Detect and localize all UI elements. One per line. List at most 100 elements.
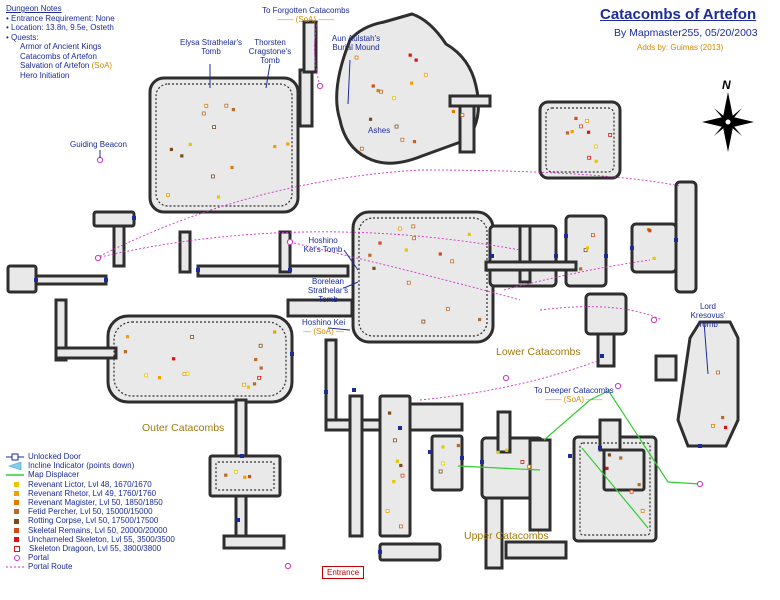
room — [148, 76, 300, 214]
monster-marker — [574, 116, 578, 121]
monster-marker — [406, 280, 411, 285]
door-marker — [604, 254, 608, 258]
label-lord-tomb: Lord Kresovus' Tomb — [690, 302, 726, 329]
compass-rose-icon — [702, 92, 754, 152]
portal-marker — [502, 374, 510, 382]
monster-marker — [257, 375, 262, 380]
monster-marker — [441, 445, 445, 449]
area-lower-catacombs: Lower Catacombs — [496, 346, 581, 358]
monster-marker — [254, 357, 258, 362]
room-outline — [358, 217, 488, 337]
monster-marker — [496, 450, 500, 454]
monster-marker — [273, 330, 277, 334]
portal-marker — [316, 82, 324, 90]
monster-marker — [246, 385, 251, 389]
monster-marker — [376, 89, 380, 93]
room — [458, 104, 476, 154]
portal-route — [95, 231, 521, 259]
monster-marker — [527, 464, 531, 469]
portal-marker — [284, 562, 292, 570]
room — [584, 292, 628, 336]
monster-marker — [212, 125, 216, 129]
legend-row: Map Displacer — [6, 470, 80, 480]
map-legend: Unlocked Door Incline Indicator (points … — [6, 452, 175, 572]
monster-marker — [395, 459, 399, 463]
cave — [676, 320, 740, 448]
portal-route — [539, 306, 663, 321]
portal-marker — [94, 254, 102, 262]
map-displacer-line — [457, 465, 541, 471]
notes-heading: Dungeon Notes — [6, 4, 62, 13]
quest-item: Salvation of Artefon (SoA) — [20, 61, 113, 70]
monster-marker — [393, 438, 397, 443]
legend-row: Portal Route — [6, 562, 73, 572]
room — [222, 534, 286, 550]
room — [6, 264, 38, 294]
label-elysa-tomb: Elysa Strathelar's Tomb — [180, 38, 242, 56]
portal-route — [313, 19, 321, 87]
room — [598, 418, 622, 452]
portal-route — [419, 359, 601, 401]
label-borelean-tomb: Borelean Strathelar's Tomb — [307, 277, 349, 304]
room — [234, 398, 248, 458]
monster-marker — [591, 233, 595, 238]
room — [496, 410, 512, 454]
door-marker — [564, 234, 568, 238]
monster-marker — [607, 453, 612, 457]
room — [630, 222, 678, 274]
portal-route — [503, 259, 651, 291]
door-marker — [240, 454, 244, 458]
room — [302, 20, 318, 74]
monster-marker — [441, 461, 446, 466]
door-marker — [378, 550, 382, 554]
monster-marker — [460, 113, 465, 117]
room — [34, 274, 108, 286]
room — [378, 542, 442, 562]
monster-marker — [258, 343, 263, 348]
map-title: Catacombs of Artefon — [600, 6, 757, 23]
monster-marker — [385, 509, 390, 513]
monster-marker — [593, 144, 598, 149]
room — [484, 260, 578, 272]
monster-marker — [392, 96, 396, 101]
label-aun-mound: Aun Aulstah's Burial Mound — [331, 34, 381, 52]
portal-marker — [96, 156, 104, 164]
door-marker — [132, 216, 136, 220]
monster-marker — [180, 154, 184, 158]
monster-marker — [247, 474, 252, 479]
door-marker — [352, 388, 356, 392]
door-marker — [480, 460, 484, 464]
monster-marker — [456, 443, 460, 448]
monster-marker — [372, 266, 376, 270]
monster-marker — [605, 466, 609, 471]
monster-marker — [354, 55, 359, 60]
room — [178, 230, 192, 274]
monster-marker — [412, 140, 417, 144]
legend-row: Revenant Rhetor, Lvl 49, 1760/1760 — [6, 489, 175, 498]
area-upper-catacombs: Upper Catacombs — [464, 530, 549, 542]
label-thorsten-tomb: Thorsten Cragstone's Tomb — [248, 38, 292, 65]
label-guiding-beacon: Guiding Beacon — [70, 140, 127, 149]
monster-marker — [185, 371, 190, 376]
monster-marker — [412, 236, 416, 241]
door-marker — [674, 238, 678, 242]
monster-marker — [579, 124, 583, 129]
label-hoshino-kei: Hoshino Kei — (SoA) — — [302, 318, 346, 336]
monster-marker — [286, 142, 290, 146]
entrance-marker[interactable]: Entrance — [322, 566, 365, 579]
monster-marker — [585, 246, 590, 250]
legend-row: Portal — [6, 553, 175, 562]
portal-marker — [286, 238, 294, 246]
room-outline — [113, 321, 287, 397]
monster-marker — [408, 53, 412, 57]
door-marker — [104, 278, 108, 282]
cave — [335, 12, 480, 165]
label-pointer — [265, 63, 271, 89]
monster-marker — [648, 229, 652, 233]
monster-marker — [421, 319, 426, 324]
door-marker — [568, 454, 572, 458]
room — [538, 100, 622, 180]
monster-marker — [445, 307, 450, 311]
monster-marker — [410, 81, 414, 85]
door-marker — [460, 456, 464, 460]
